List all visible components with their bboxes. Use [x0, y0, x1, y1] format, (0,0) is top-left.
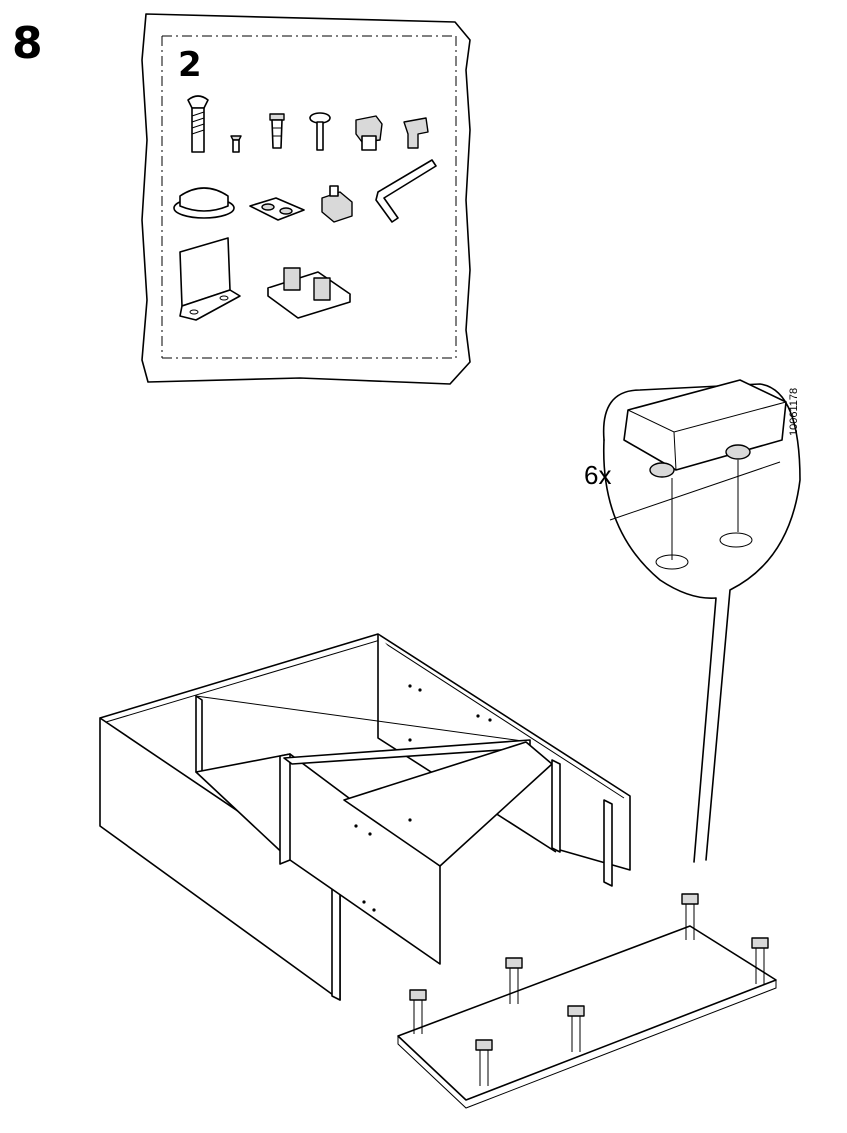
hardware-bag: [141, 13, 471, 385]
step-number: 8: [12, 18, 43, 69]
cabinet-frame: [99, 633, 631, 1001]
cam-bolt-icon: [187, 95, 209, 153]
wall-plug-icon: [269, 113, 285, 149]
clip-icon: [403, 117, 429, 149]
adjustable-foot-icon: [681, 893, 699, 940]
adjustable-foot-icon: [505, 957, 523, 1004]
small-screw-icon: [230, 135, 242, 153]
mounting-bracket-icon: [179, 237, 241, 321]
detail-callout: [602, 379, 801, 863]
article-number: 10061178: [788, 387, 800, 436]
base-panel: [397, 925, 777, 1109]
allen-key-icon: [375, 159, 437, 223]
shelf-pin-icon: [309, 112, 331, 151]
round-foot-pad-icon: [173, 187, 235, 219]
adjustable-foot-icon: [409, 989, 427, 1034]
hardware-bag-number: 2: [178, 45, 202, 85]
double-pad-icon: [249, 197, 305, 221]
cam-fitting-icon: [321, 185, 353, 223]
double-connector-icon: [267, 267, 351, 319]
cam-lock-icon: [355, 115, 383, 151]
adjustable-foot-icon: [567, 1005, 585, 1052]
adjustable-foot-icon: [751, 937, 769, 984]
quantity-label: 6x: [584, 460, 612, 490]
adjustable-foot-icon: [475, 1039, 493, 1086]
